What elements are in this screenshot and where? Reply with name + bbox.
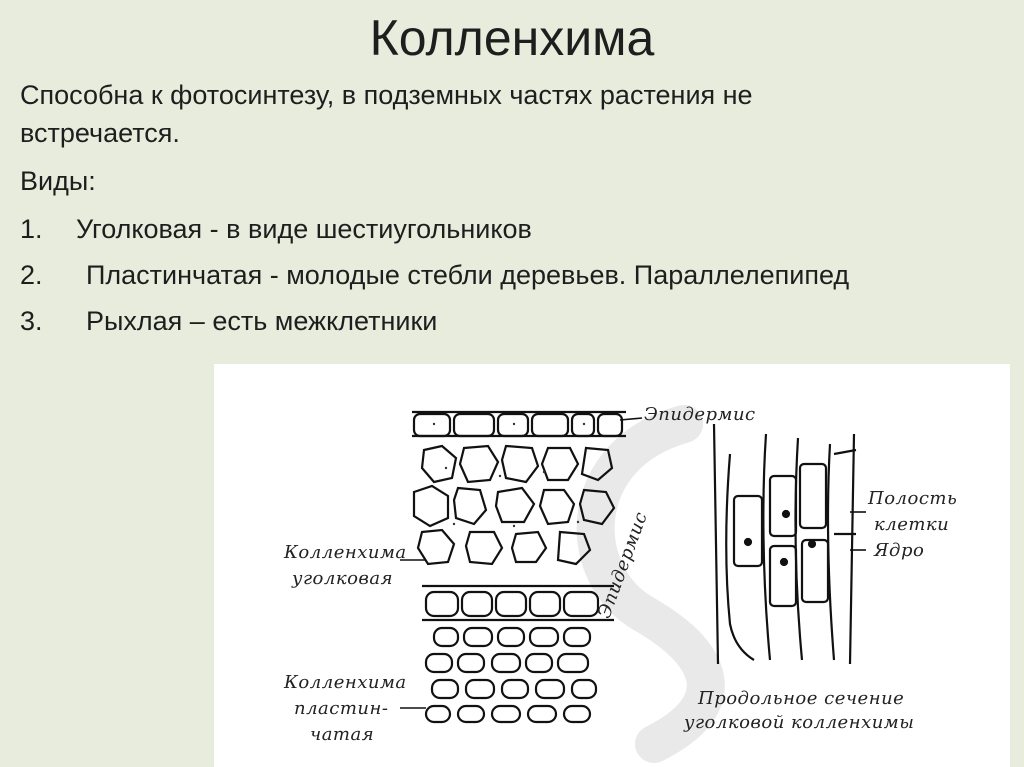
label-lamellar-3: чатая	[310, 724, 375, 745]
list-item: 1. Уголковая - в виде шестиугольников	[20, 210, 1000, 248]
list-item: 3. Рыхлая – есть межклетники	[20, 302, 1000, 340]
label-angular-1: Колленхима	[284, 542, 407, 563]
list-text: Пластинчатая - молодые стебли деревьев. …	[86, 260, 850, 290]
kinds-heading: Виды:	[20, 166, 96, 196]
intro-text: Способна к фотосинтезу, в подземных част…	[20, 76, 1000, 152]
label-lamellar-1: Колленхима	[284, 672, 407, 693]
intro-line-2: встречается.	[20, 118, 180, 148]
lamellar-collenchyma-drawing	[422, 584, 614, 724]
list-number: 2.	[20, 260, 43, 290]
list-item: 2. Пластинчатая - молодые стебли деревьев…	[20, 256, 1000, 294]
list-text: Рыхлая – есть межклетники	[86, 306, 438, 336]
collenchyma-figure: Эпидермис Эпидермис Колленхима уголковая…	[214, 364, 1010, 767]
slide-body: Способна к фотосинтезу, в подземных част…	[20, 76, 1000, 348]
label-longitudinal-2: уголковой колленхимы	[684, 712, 915, 733]
label-epidermis: Эпидермис	[644, 404, 756, 425]
label-lamellar-2: пластин-	[294, 698, 389, 719]
collenchyma-drawing	[400, 405, 866, 763]
label-cavity-1: Полость	[868, 488, 958, 509]
watermark-mark	[576, 405, 725, 763]
angular-stipple	[432, 422, 586, 528]
angular-collenchyma-drawing	[412, 410, 626, 566]
label-cavity-2: клетки	[874, 514, 950, 535]
intro-line-1: Способна к фотосинтезу, в подземных част…	[20, 80, 753, 110]
label-leader-lines	[400, 417, 866, 709]
slide-title: Колленхима	[369, 10, 655, 66]
label-longitudinal-1: Продольное сечение	[698, 688, 905, 709]
label-angular-2: уголковая	[292, 568, 394, 589]
list-text: Уголковая - в виде шестиугольников	[76, 214, 532, 244]
list-number: 1.	[20, 214, 43, 244]
label-nucleus: Ядро	[874, 540, 925, 561]
list-number: 3.	[20, 306, 43, 336]
longitudinal-section-drawing	[712, 423, 857, 665]
